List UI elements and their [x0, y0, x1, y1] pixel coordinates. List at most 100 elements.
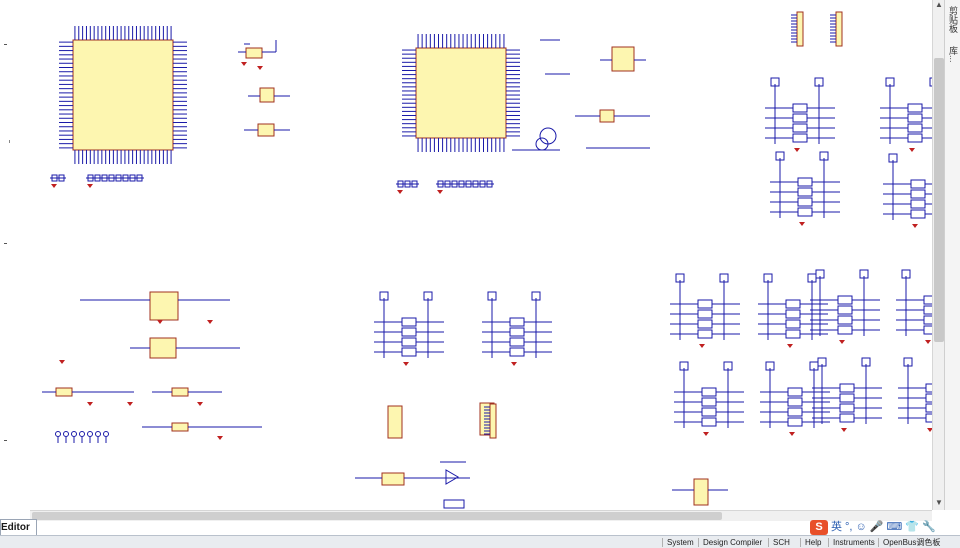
optocoupler — [797, 187, 813, 197]
optocoupler — [697, 329, 713, 339]
ground-symbol — [397, 190, 403, 194]
optocoupler — [837, 325, 853, 335]
wrench-icon[interactable]: 🔧 — [922, 521, 936, 533]
test-point — [87, 431, 93, 437]
component-body — [149, 337, 177, 359]
ground-symbol — [217, 436, 223, 440]
optocoupler — [401, 347, 417, 357]
vertical-scrollbar[interactable]: ▲ ▼ — [932, 0, 945, 510]
optocoupler — [797, 177, 813, 187]
ground-symbol — [127, 402, 133, 406]
horizontal-scroll-thumb[interactable] — [32, 512, 722, 520]
mcu-chip-2 — [415, 47, 507, 139]
ground-symbol — [839, 340, 845, 344]
side-tab-clipboard[interactable]: 剪贴板 — [948, 6, 958, 33]
op-amp-symbol — [445, 469, 459, 485]
connector-pin — [765, 361, 775, 371]
connector-pin — [815, 269, 825, 279]
panel-button-instruments[interactable]: Instruments — [828, 538, 879, 547]
ground-symbol — [87, 402, 93, 406]
connector-pin — [723, 361, 733, 371]
ground-symbol — [51, 184, 57, 188]
connector-pin — [819, 151, 829, 161]
keyboard-icon[interactable]: ⌨ — [886, 521, 903, 533]
smiley-icon[interactable]: ☺ — [855, 521, 867, 533]
vertical-scroll-thumb[interactable] — [934, 58, 944, 342]
component-body — [443, 499, 465, 509]
connector-pin — [763, 273, 773, 283]
optocoupler — [787, 387, 803, 397]
component-body — [245, 47, 263, 59]
skin-icon[interactable]: 👕 — [905, 521, 919, 533]
ground-symbol — [909, 148, 915, 152]
optocoupler — [907, 123, 923, 133]
optocoupler — [797, 207, 813, 217]
component-body — [259, 87, 275, 103]
optocoupler — [701, 417, 717, 427]
component-body — [599, 109, 615, 123]
optocoupler — [792, 113, 808, 123]
scroll-up-arrow[interactable]: ▲ — [935, 0, 943, 9]
optocoupler — [701, 387, 717, 397]
optocoupler — [785, 299, 801, 309]
component-body — [257, 123, 275, 137]
side-tab-library[interactable]: 库... — [948, 46, 958, 63]
microphone-icon[interactable]: 🎤 — [869, 521, 884, 533]
test-point — [71, 431, 77, 437]
optocoupler — [910, 199, 926, 209]
panel-button-openbus[interactable]: OpenBus调色板 — [878, 538, 944, 547]
connector-pin — [379, 291, 389, 301]
optocoupler — [401, 317, 417, 327]
connector-pin — [859, 269, 869, 279]
optocoupler — [910, 209, 926, 219]
ground-symbol — [787, 344, 793, 348]
optocoupler — [839, 393, 855, 403]
connector-pin — [487, 291, 497, 301]
side-panel-tabs: 剪贴板 库... — [944, 0, 960, 510]
optocoupler — [923, 315, 932, 325]
optocoupler — [839, 403, 855, 413]
ground-symbol — [927, 428, 932, 432]
panel-button-system[interactable]: System — [662, 538, 698, 547]
component-body — [149, 291, 179, 321]
sheet-zone-tick — [4, 440, 7, 441]
optocoupler — [923, 325, 932, 335]
ground-symbol — [403, 362, 409, 366]
optocoupler — [401, 327, 417, 337]
optocoupler — [701, 407, 717, 417]
ground-symbol — [59, 360, 65, 364]
optocoupler — [509, 327, 525, 337]
ground-symbol — [794, 148, 800, 152]
scroll-down-arrow[interactable]: ▼ — [935, 498, 943, 507]
component-body — [55, 387, 73, 397]
optocoupler — [697, 309, 713, 319]
horizontal-scrollbar[interactable] — [30, 510, 932, 521]
component-body — [171, 387, 189, 397]
connector-strip — [796, 11, 804, 47]
transistor-symbol — [535, 137, 549, 151]
ground-symbol — [703, 432, 709, 436]
schematic-canvas[interactable] — [0, 0, 932, 510]
ground-symbol — [925, 340, 931, 344]
optocoupler — [923, 295, 932, 305]
panel-button-sch[interactable]: SCH — [768, 538, 794, 547]
ime-punctuation-toggle[interactable]: °, — [845, 521, 853, 533]
optocoupler — [785, 309, 801, 319]
optocoupler — [787, 407, 803, 417]
panel-button-design-compiler[interactable]: Design Compiler — [698, 538, 766, 547]
optocoupler — [787, 397, 803, 407]
panel-button-help[interactable]: Help — [800, 538, 825, 547]
optocoupler — [792, 133, 808, 143]
component-body — [693, 478, 709, 506]
optocoupler — [907, 103, 923, 113]
connector-pin — [675, 273, 685, 283]
editor-tab[interactable]: Editor — [0, 519, 37, 536]
optocoupler — [701, 397, 717, 407]
sheet-zone-tick — [4, 243, 7, 244]
ime-language-toggle[interactable]: 英 — [831, 521, 842, 533]
optocoupler — [839, 413, 855, 423]
ground-symbol — [437, 190, 443, 194]
sogou-logo-icon[interactable]: S — [810, 519, 828, 535]
optocoupler — [785, 329, 801, 339]
optocoupler — [697, 319, 713, 329]
